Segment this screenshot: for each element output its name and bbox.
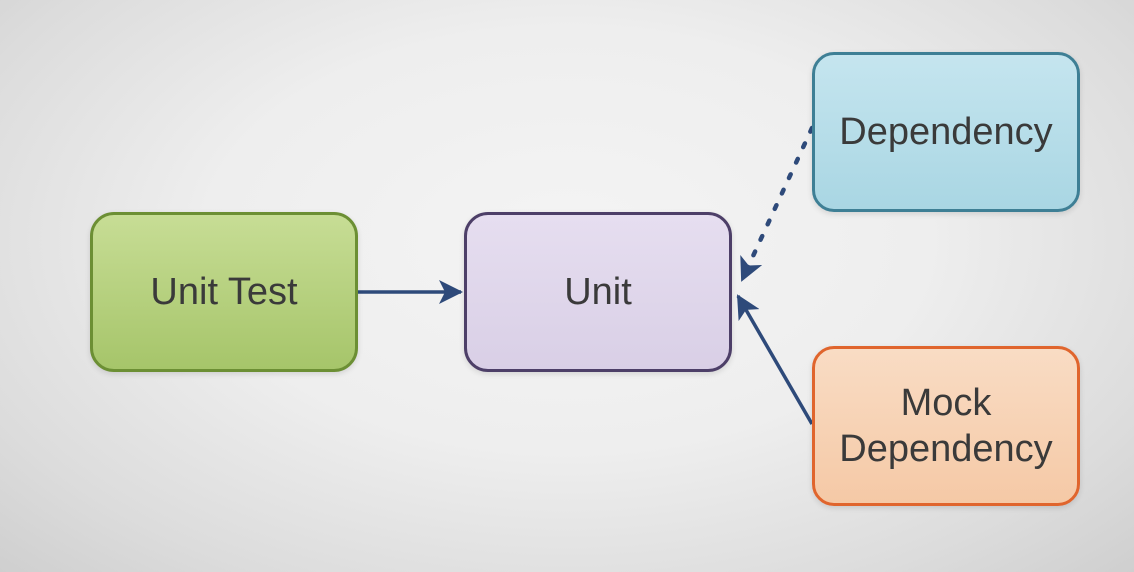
unit-node: Unit [464,212,732,372]
mock-dependency-label-line2: Dependency [839,428,1053,470]
dependency-label: Dependency [839,111,1053,153]
edge-dependency-to-unit [739,125,815,283]
unit-label: Unit [564,271,632,313]
unit-test-label: Unit Test [150,271,298,313]
mock-dependency-node: Mock Dependency [812,346,1080,506]
dependency-node: Dependency [812,52,1080,212]
mock-dependency-label-line1: Mock [900,382,992,424]
unit-test-node: Unit Test [90,212,358,372]
edge-mock-dependency-to-unit [736,294,814,425]
